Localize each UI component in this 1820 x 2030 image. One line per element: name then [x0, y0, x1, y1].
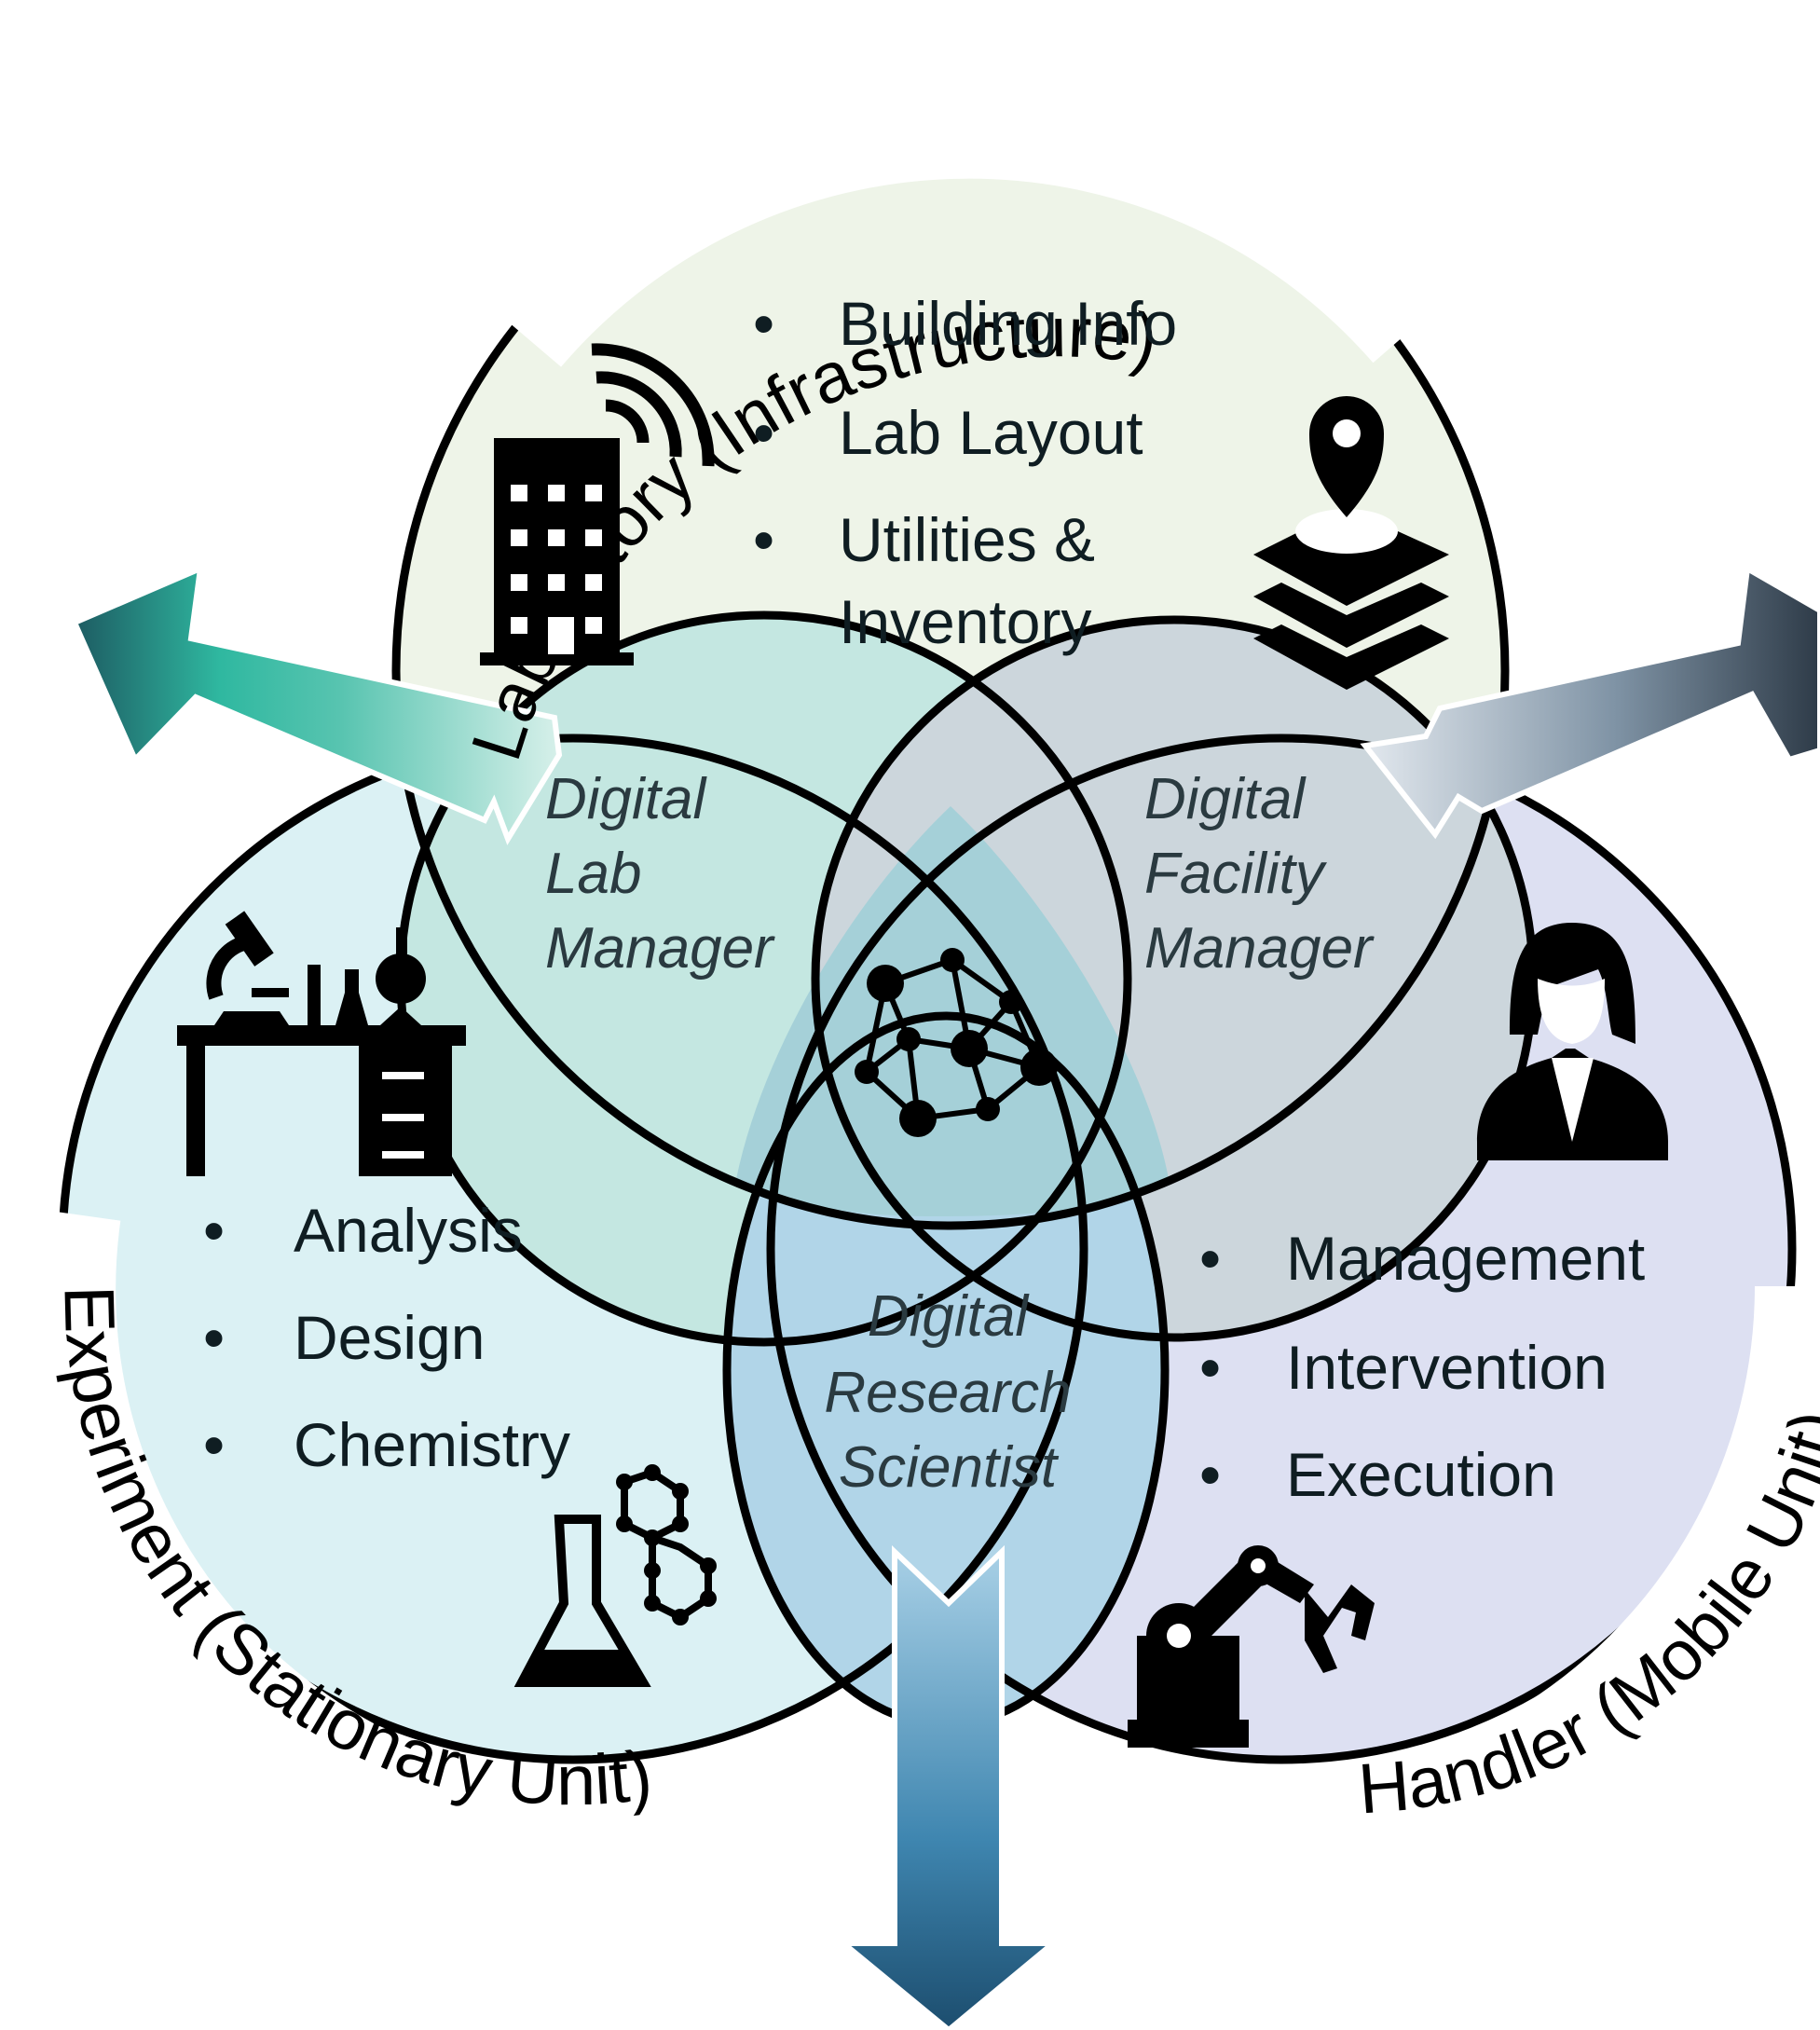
list-item: Analysis [294, 1196, 523, 1265]
svg-text:Digital: Digital [868, 1284, 1031, 1349]
list-item: Execution [1286, 1440, 1556, 1509]
lab-bench-microscope-icon [177, 911, 466, 1176]
laboratory-list: • Building Info • Lab Layout • Utilities… [753, 289, 1177, 656]
svg-text:Manager: Manager [1144, 916, 1375, 981]
svg-text:Manager: Manager [545, 916, 775, 981]
list-item: Design [294, 1303, 485, 1372]
list-item: Lab Layout [839, 398, 1143, 467]
list-item: Inventory [839, 587, 1091, 656]
arrow-right [1360, 564, 1820, 840]
arrow-left [71, 564, 563, 845]
arrow-down [835, 1544, 1061, 2030]
bullet-dot: • [1199, 1333, 1221, 1402]
bullet-dot: • [203, 1303, 225, 1372]
svg-text:Digital: Digital [545, 767, 708, 831]
list-item: Chemistry [294, 1410, 570, 1479]
svg-text:Facility: Facility [1144, 842, 1328, 906]
bullet-dot: • [1199, 1224, 1221, 1293]
flask-molecule-icon [513, 1464, 717, 1687]
svg-text:Digital: Digital [1144, 767, 1307, 831]
list-item: Intervention [1286, 1333, 1608, 1402]
list-item: Management [1286, 1224, 1645, 1293]
robot-arm-icon [1128, 1545, 1375, 1748]
network-graph-icon [855, 948, 1058, 1137]
bullet-dot: • [753, 289, 774, 358]
handler-list: • Management • Intervention • Execution [1199, 1224, 1645, 1509]
experiment-list: • Analysis • Design • Chemistry [203, 1196, 570, 1479]
bullet-dot: • [203, 1410, 225, 1479]
svg-text:Scientist: Scientist [839, 1435, 1060, 1500]
bullet-dot: • [203, 1196, 225, 1265]
svg-text:Lab: Lab [545, 842, 641, 906]
bullet-dot: • [753, 398, 774, 467]
list-item: Utilities & [839, 505, 1095, 574]
research-scientist-label: Digital Research Scientist [824, 1284, 1071, 1500]
scientist-person-icon [1477, 923, 1668, 1160]
map-layers-pin-icon [1253, 396, 1449, 690]
bullet-dot: • [753, 505, 774, 574]
smart-building-icon [480, 343, 715, 665]
svg-text:Research: Research [824, 1361, 1071, 1425]
lab-manager-label: Digital Lab Manager [545, 767, 775, 981]
facility-manager-label: Digital Facility Manager [1144, 767, 1375, 981]
bullet-dot: • [1199, 1440, 1221, 1509]
list-item: Building Info [839, 289, 1177, 358]
